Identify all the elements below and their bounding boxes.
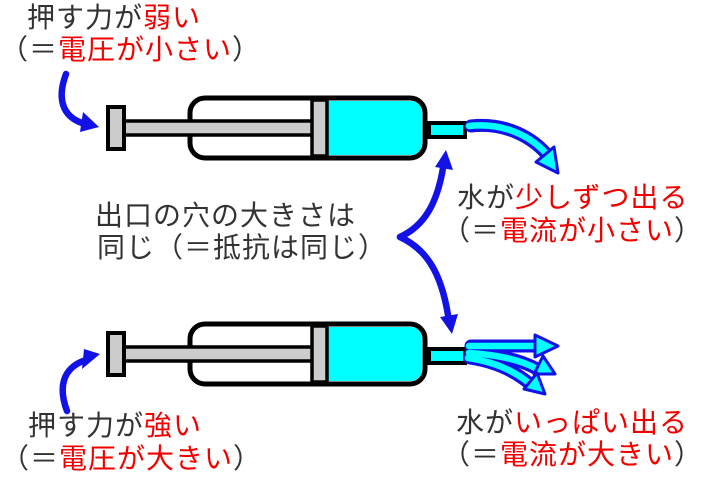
label-small-flow-line1: 水が少しずつ出る bbox=[457, 182, 688, 213]
label-text: 同じ（＝抵抗は同じ） bbox=[97, 232, 388, 263]
label-text: 押す力が bbox=[27, 2, 144, 33]
label-push-strong-line1: 押す力が強い bbox=[28, 410, 202, 441]
water-arrowhead-icon bbox=[522, 371, 547, 396]
label-text-red: いっぱい出る bbox=[514, 407, 689, 438]
label-text-red: 電流が小さい bbox=[500, 215, 675, 246]
outlet-branch-arrows bbox=[396, 150, 458, 334]
label-text-red: 少しずつ出る bbox=[515, 182, 689, 213]
syringe-top bbox=[108, 98, 465, 158]
label-text: ） bbox=[674, 439, 704, 470]
label-text: ） bbox=[233, 443, 263, 474]
label-outlet-line1: 出口の穴の大きさは bbox=[95, 200, 356, 231]
label-text-red: 弱い bbox=[143, 2, 202, 33]
push-force-arrow-bottom bbox=[59, 349, 100, 415]
label-text: （＝ bbox=[442, 215, 501, 246]
arrowhead-icon bbox=[80, 112, 99, 132]
label-outlet-line2: 同じ（＝抵抗は同じ） bbox=[97, 232, 387, 263]
syringe-bottom bbox=[108, 324, 465, 384]
water-arrowhead-icon bbox=[533, 333, 560, 359]
label-text: 押す力が bbox=[28, 410, 145, 441]
label-text: （＝ bbox=[442, 439, 501, 470]
label-push-weak-line2: （＝電圧が小さい） bbox=[0, 34, 261, 65]
label-large-flow-line2: （＝電流が大きい） bbox=[442, 439, 703, 470]
water-jet-arrows-large bbox=[463, 333, 560, 396]
arrowhead-down-icon bbox=[440, 314, 458, 334]
label-text-red: 電圧が大きい bbox=[59, 443, 234, 474]
label-text-red: 強い bbox=[144, 410, 203, 441]
water-arrowhead-icon bbox=[534, 145, 560, 175]
label-small-flow-line2: （＝電流が小さい） bbox=[442, 215, 703, 246]
label-text-red: 電圧が小さい bbox=[58, 34, 233, 65]
label-push-strong-line2: （＝電圧が大きい） bbox=[1, 443, 262, 474]
label-text: （＝ bbox=[0, 34, 59, 65]
label-text: 出口の穴の大きさは bbox=[95, 200, 357, 231]
water-jet-arrow-small bbox=[464, 118, 560, 175]
label-text: （＝ bbox=[1, 443, 60, 474]
label-text: ） bbox=[674, 215, 704, 246]
label-text: 水が bbox=[457, 182, 516, 213]
water-arrowhead-icon bbox=[532, 354, 557, 376]
label-text: ） bbox=[232, 34, 262, 65]
label-push-weak-line1: 押す力が弱い bbox=[27, 2, 201, 33]
push-force-arrow-top bbox=[58, 70, 99, 132]
label-large-flow-line1: 水がいっぱい出る bbox=[456, 407, 688, 438]
label-text-red: 電流が大きい bbox=[500, 439, 675, 470]
arrowhead-up-icon bbox=[435, 150, 453, 170]
arrowhead-icon bbox=[82, 349, 100, 369]
label-text: 水が bbox=[456, 407, 515, 438]
